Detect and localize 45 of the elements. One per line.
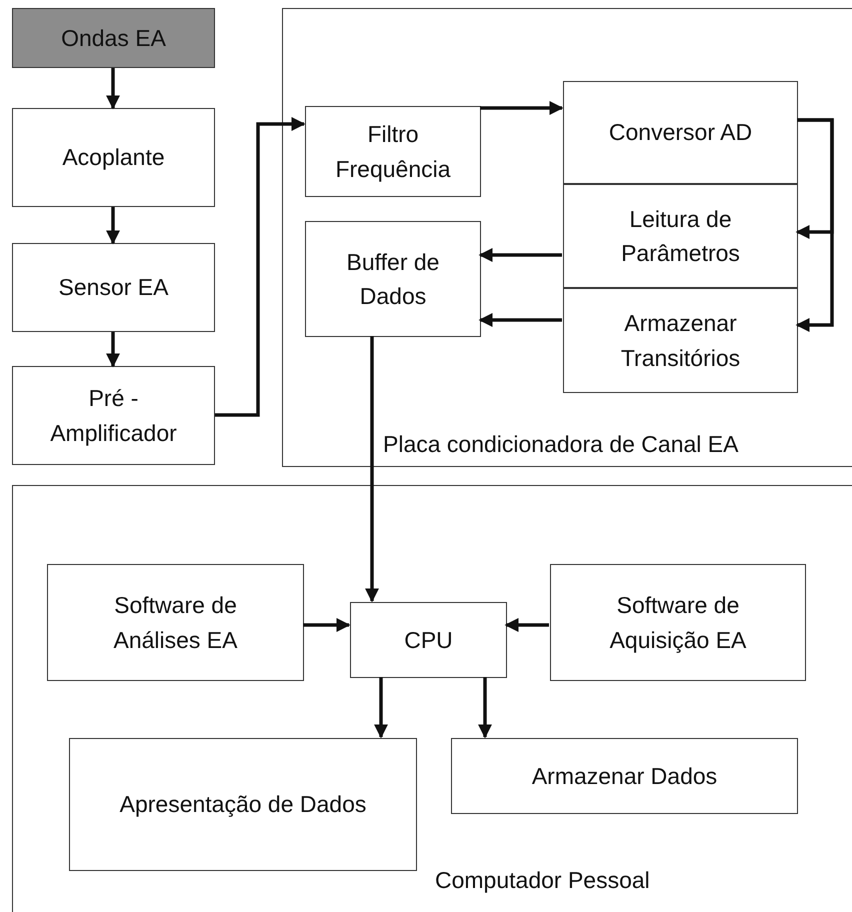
process-box [12, 108, 215, 207]
box-label: Apresentação de Dados [118, 790, 368, 820]
box-label: Software de Aquisição EA [608, 591, 748, 655]
arrow [106, 207, 120, 244]
container-panel [282, 8, 852, 467]
arrow [365, 336, 379, 602]
box-label: Software de Análises EA [112, 591, 238, 654]
process-box [563, 81, 798, 184]
arrow [106, 68, 120, 110]
process-box [563, 288, 798, 393]
box-label: Armazenar Dados [530, 762, 718, 791]
box-label: Armazenar Transitórios [620, 309, 742, 372]
box-label: Sensor EA [58, 273, 170, 302]
arrow [303, 618, 350, 632]
arrow [480, 101, 564, 115]
process-box [47, 564, 304, 681]
process-box [305, 221, 481, 337]
group-label: Placa condicionadora de Canal EA [383, 430, 738, 459]
box-label: Pré - Amplificador [49, 384, 178, 448]
box-label: Leitura de Parâmetros [620, 204, 741, 268]
process-box [12, 366, 215, 465]
process-box [305, 106, 481, 197]
arrow [106, 332, 120, 368]
box-label: Acoplante [61, 143, 166, 172]
arrow [478, 677, 492, 738]
box-label: Filtro Frequência [334, 120, 452, 184]
container-panel [12, 485, 852, 912]
arrow [796, 118, 834, 332]
box-label: Conversor AD [608, 118, 754, 148]
process-box [12, 243, 215, 332]
group-label: Computador Pessoal [435, 866, 650, 895]
process-box [69, 738, 417, 871]
box-label: CPU [403, 626, 454, 655]
arrow [478, 248, 562, 262]
process-box [12, 8, 215, 68]
arrow [215, 117, 306, 417]
box-label: Buffer de Dados [346, 248, 440, 311]
process-box [451, 738, 798, 814]
process-box [563, 184, 798, 288]
arrow [374, 677, 388, 738]
process-box [350, 602, 507, 678]
arrow [504, 618, 549, 632]
process-box [550, 564, 806, 681]
box-label: Ondas EA [60, 24, 167, 53]
arrow [478, 313, 562, 327]
